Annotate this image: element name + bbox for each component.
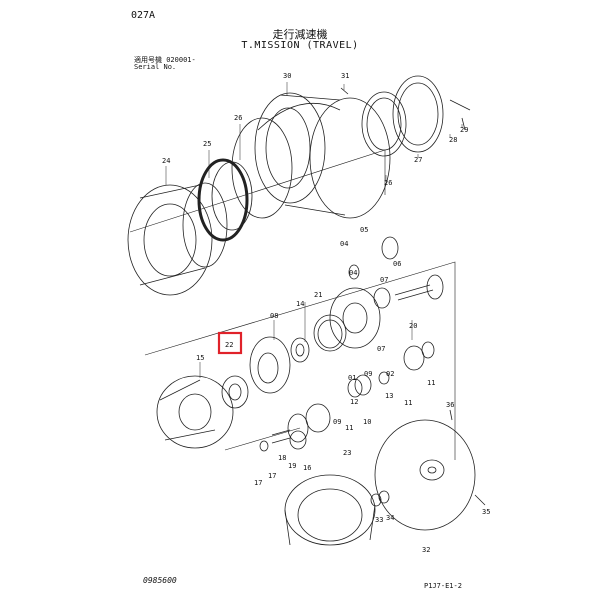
part-label-30: 30 — [283, 72, 291, 80]
footer-page-code: P1J7-E1-2 — [424, 582, 462, 590]
part-label-04: 04 — [349, 269, 357, 277]
part-label-34: 34 — [386, 514, 394, 522]
part-label-17: 17 — [268, 472, 276, 480]
page-code: 027A — [131, 10, 156, 21]
part-label-23: 23 — [343, 449, 351, 457]
part-label-04: 04 — [340, 240, 348, 248]
part-label-16: 16 — [303, 464, 311, 472]
part-label-26: 26 — [234, 114, 242, 122]
part-label-27: 27 — [414, 156, 422, 164]
part-label-13: 13 — [385, 392, 393, 400]
part-label-09: 09 — [333, 418, 341, 426]
serial-label: Serial No. — [134, 63, 177, 71]
part-label-32: 32 — [422, 546, 430, 554]
part-label-08: 08 — [270, 312, 278, 320]
part-label-18: 18 — [278, 454, 286, 462]
title-english: T.MISSION (TRAVEL) — [241, 40, 359, 51]
part-label-07: 07 — [377, 345, 385, 353]
part-label-33: 33 — [375, 516, 383, 524]
part-label-21: 21 — [314, 291, 322, 299]
part-label-02: 02 — [386, 370, 394, 378]
part-label-24: 24 — [162, 157, 170, 165]
part-label-35: 35 — [482, 508, 490, 516]
part-label-11: 11 — [345, 424, 353, 432]
part-label-28: 28 — [449, 136, 457, 144]
part-label-19: 19 — [288, 462, 296, 470]
part-label-07: 07 — [380, 276, 388, 284]
part-label-10: 10 — [363, 418, 371, 426]
part-label-31: 31 — [341, 72, 349, 80]
part-label-15: 15 — [196, 354, 204, 362]
part-label-25: 25 — [203, 140, 211, 148]
highlight-box — [217, 331, 243, 355]
part-label-06: 06 — [393, 260, 401, 268]
title-japanese: 走行減速機 — [272, 28, 328, 41]
part-label-29: 29 — [460, 126, 468, 134]
part-label-01: 01 — [348, 374, 356, 382]
part-label-14: 14 — [296, 300, 304, 308]
part-label-11: 11 — [427, 379, 435, 387]
part-label-22: 22 — [225, 341, 233, 349]
part-label-26: 26 — [384, 179, 392, 187]
part-label-12: 12 — [350, 398, 358, 406]
part-label-20: 20 — [409, 322, 417, 330]
part-label-05: 05 — [360, 226, 368, 234]
part-label-11: 11 — [404, 399, 412, 407]
part-label-09: 09 — [364, 370, 372, 378]
footer-drawing-number: 0985600 — [143, 576, 177, 585]
part-label-17: 17 — [254, 479, 262, 487]
part-label-36: 36 — [446, 401, 454, 409]
applicability-label: 適用号機 020001- — [134, 56, 196, 64]
